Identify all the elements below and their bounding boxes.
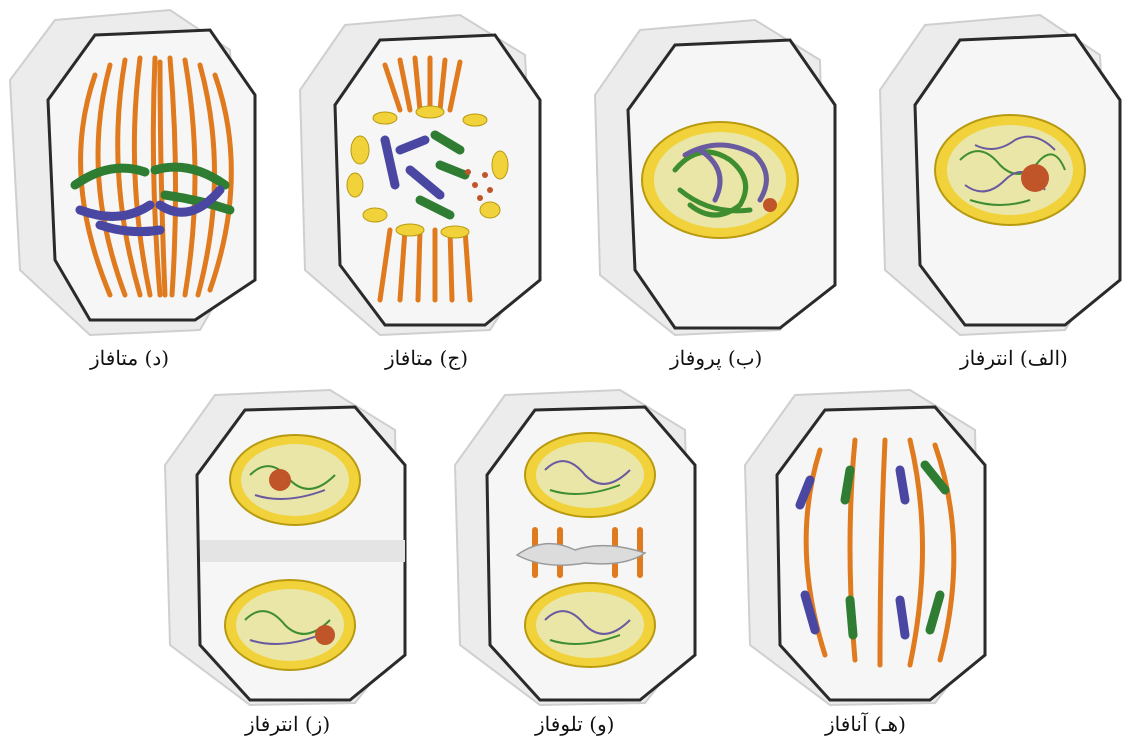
caption-interphase-a: (الف) انترفاز [960,346,1068,370]
nucleolus-top [269,469,291,491]
cell-interphase-a [870,0,1129,345]
nucleolus [763,198,777,212]
cell-telophase-f [445,385,715,710]
nucleus-interior [947,125,1073,215]
caption-metaphase-d: (د) متافاز [90,346,169,370]
caption-interphase-g: (ز) انترفاز [245,712,330,736]
cell-metaphase-d [0,0,280,345]
caption-telophase-f: (و) تلوفاز [535,712,614,736]
nucleolus [1021,164,1049,192]
cell-anaphase-e [735,385,1005,710]
caption-prophase-b: (ب) پروفاز [670,346,762,370]
nucleolus-bottom [315,625,335,645]
caption-anaphase-e: (هـ) آنافاز [825,712,906,736]
cell-prophase-b [580,0,860,345]
cell-metaphase-c [290,0,570,345]
cell-interphase-g [155,385,425,710]
caption-metaphase-c: (ج) متافاز [385,346,468,370]
